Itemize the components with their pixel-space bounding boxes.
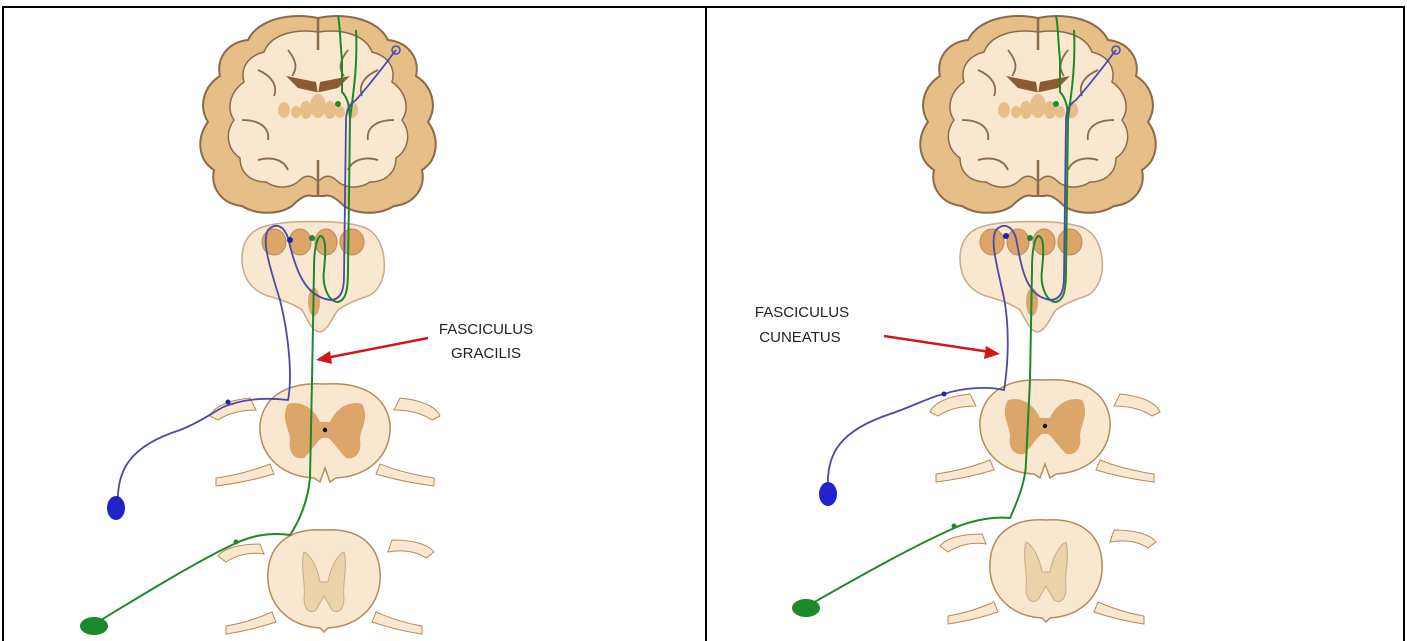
label-fasciculus: FASCICULUS [755,304,849,321]
spinal-cord-upper-section [930,380,1160,482]
blue-receptor [819,482,837,506]
spinal-cord-lower-section [218,530,434,634]
green-receptor [80,617,108,635]
brain-coronal-section [200,16,435,213]
spinal-cord-lower-section [940,520,1156,624]
spinal-cord-upper-section [210,384,440,486]
right-diagram: FASCICULUS CUNEATUS [755,16,1160,624]
brain-coronal-section [920,16,1155,213]
red-arrow [884,336,990,352]
label-gracilis: GRACILIS [451,345,521,362]
blue-receptor [107,496,125,520]
red-arrow [326,338,428,358]
green-receptor [792,599,820,617]
left-diagram: FASCICULUS GRACILIS [80,16,533,635]
label-fasciculus: FASCICULUS [439,321,533,338]
label-cuneatus: CUNEATUS [759,329,840,346]
